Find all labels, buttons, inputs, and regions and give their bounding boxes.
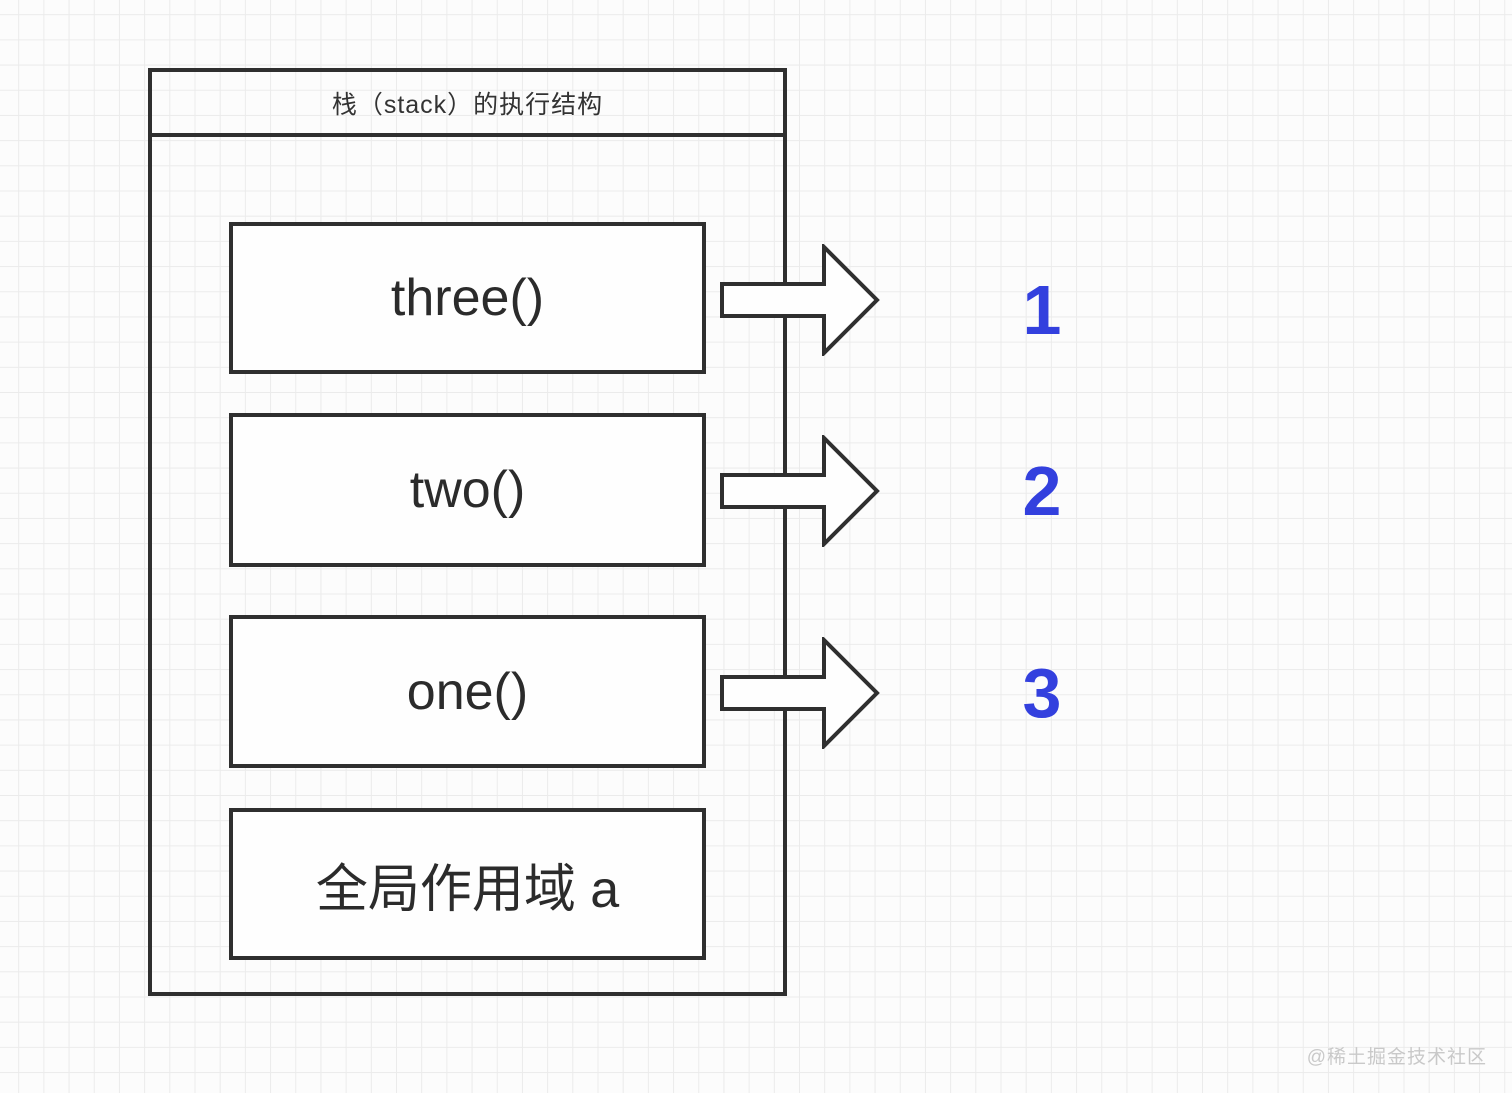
stack-frame-one: one() <box>229 615 706 768</box>
watermark: @稀土掘金技术社区 <box>1306 1047 1487 1068</box>
stack-frame-two: two() <box>229 413 706 567</box>
stack-frame-global-scope-label: 全局作用域 a <box>315 860 620 919</box>
right-arrow-icon <box>720 637 880 749</box>
stack-frame-two-label: two() <box>409 461 526 519</box>
right-arrow-icon <box>720 435 880 547</box>
right-arrow-icon <box>720 244 880 356</box>
step-number-1: 1 <box>1022 271 1062 349</box>
stack-frame-global-scope: 全局作用域 a <box>229 808 706 960</box>
step-number-2: 2 <box>1022 452 1062 530</box>
stack-frame-three-label: three() <box>390 269 545 327</box>
stack-container: 栈（stack）的执行结构 three() two() one() 全局作用域 … <box>148 68 787 996</box>
stack-frame-one-label: one() <box>406 662 529 721</box>
stack-title: 栈（stack）的执行结构 <box>331 90 604 119</box>
stack-frame-three: three() <box>229 222 706 374</box>
stack-title-bar: 栈（stack）的执行结构 <box>152 72 783 137</box>
step-number-3: 3 <box>1022 654 1062 732</box>
